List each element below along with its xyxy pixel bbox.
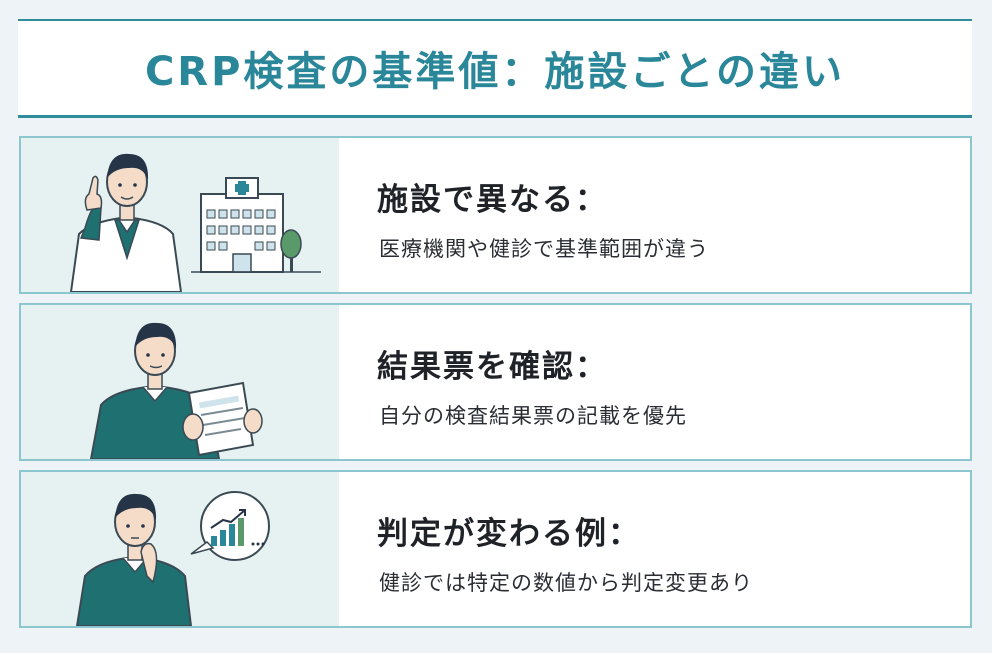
card-heading: 施設で異なる： — [377, 182, 608, 218]
tree-icon — [280, 229, 302, 272]
hospital-icon — [200, 177, 284, 273]
man-reading-illustration — [21, 305, 339, 459]
man-thinking-icon — [75, 493, 193, 626]
title-banner: CRP検査の基準値：施設ごとの違い — [18, 19, 972, 118]
card-description: 医療機関や健診で基準範囲が違う — [379, 237, 709, 261]
card-heading: 結果票を確認： — [377, 349, 608, 385]
doctor-hospital-illustration — [21, 138, 339, 292]
man-thinking-illustration — [21, 472, 339, 626]
card-heading: 判定が変わる例： — [377, 516, 641, 552]
info-card-judgement-example: 判定が変わる例： 健診では特定の数値から判定変更あり — [19, 470, 972, 628]
page-title: CRP検査の基準値：施設ごとの違い — [144, 49, 846, 95]
card-description: 自分の検査結果票の記載を優先 — [379, 404, 687, 428]
card-description: 健診では特定の数値から判定変更あり — [379, 571, 753, 595]
doctor-icon — [69, 153, 183, 292]
man-reading-icon — [89, 322, 221, 459]
info-card-facility-difference: 施設で異なる： 医療機関や健診で基準範囲が違う — [19, 136, 972, 294]
info-card-check-result-sheet: 結果票を確認： 自分の検査結果票の記載を優先 — [19, 303, 972, 461]
speech-bubble-chart-icon — [190, 491, 270, 561]
